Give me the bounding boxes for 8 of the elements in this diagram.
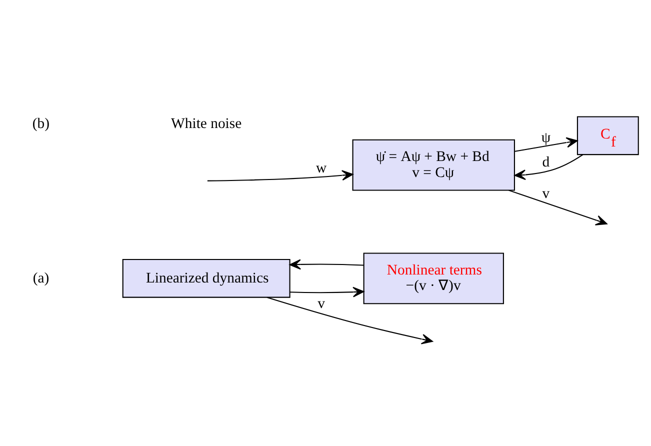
- edge-label: v: [318, 296, 325, 312]
- label: (b): [32, 115, 50, 132]
- edge-label: ψ: [541, 130, 551, 146]
- label: (a): [32, 270, 50, 286]
- edge-label: d: [542, 154, 550, 170]
- edge-label: w: [316, 160, 327, 176]
- edge-label: v: [542, 185, 550, 202]
- label: White noise: [171, 115, 242, 132]
